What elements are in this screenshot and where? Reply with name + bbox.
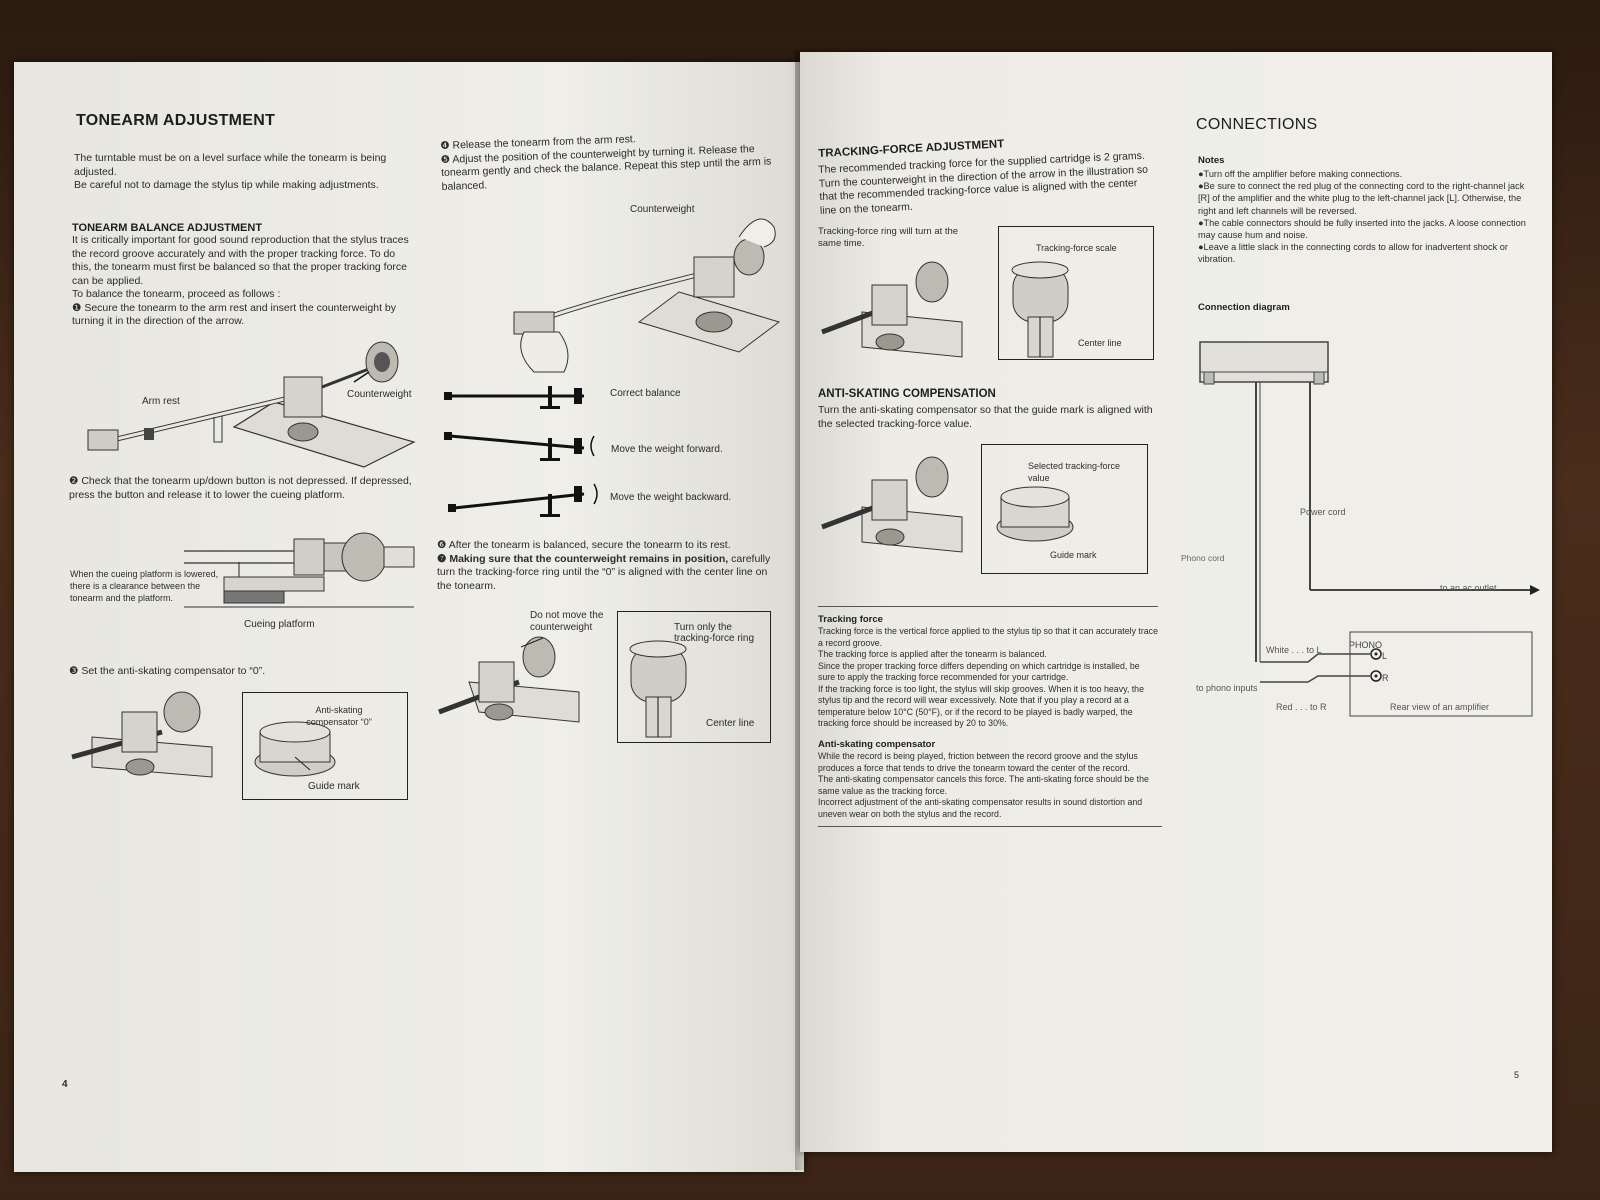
clearance-label: When the cueing platform is lowered, the… [70, 569, 219, 603]
tf-info-4: If the tracking force is too light, the … [818, 683, 1144, 729]
step-7-bold: ❼ Making sure that the counterweight rem… [437, 552, 729, 565]
as-info-1: While the record is being played, fricti… [818, 751, 1138, 773]
ac-outlet-label: to an ac outlet [1440, 583, 1497, 593]
page-title: TONEARM ADJUSTMENT [76, 112, 276, 129]
note-3: ●The cable connectors should be fully in… [1198, 217, 1526, 241]
balance-states-illustration [444, 386, 598, 517]
anti-skating-info: While the record is being played, fricti… [818, 751, 1158, 820]
selected-value-dial [996, 486, 1074, 542]
tf-info-1: Tracking force is the vertical force app… [818, 626, 1158, 648]
left-page: TONEARM ADJUSTMENT The turntable must be… [14, 62, 804, 1172]
correct-balance-label: Correct balance [610, 388, 681, 399]
page-number: 5 [1514, 1070, 1520, 1080]
connections-heading: CONNECTIONS [1196, 116, 1318, 133]
connection-diagram [1199, 341, 1540, 717]
as-guide-mark-label: Guide mark [1050, 550, 1097, 560]
phono-cord-label: Phono cord [1181, 553, 1225, 563]
step-2-text: ❷ Check that the tonearm up/down button … [69, 475, 412, 501]
tracking-force-scale-closeup [1011, 261, 1069, 358]
phono-label: PHONO [1349, 640, 1383, 650]
phono-inputs-label: to phono inputs [1196, 683, 1258, 693]
tracking-force-info-title: Tracking force [818, 614, 883, 625]
tracking-force-arm-illustration [821, 261, 963, 358]
anti-skating-label: Anti-skating compensator “0” [306, 705, 372, 727]
intro-line-1: The turntable must be on a level surface… [74, 152, 387, 178]
steps-6-7: ❻ After the tonearm is balanced, secure … [437, 539, 782, 593]
anti-skating-compensation-illustration [821, 456, 963, 553]
intro-text: The turntable must be on a level surface… [74, 152, 419, 193]
release-tonearm-illustration [513, 218, 781, 373]
tracking-force-text: The recommended tracking force for the s… [818, 149, 1149, 217]
as-info-3: Incorrect adjustment of the anti-skating… [818, 797, 1143, 819]
center-line-label: Center line [706, 718, 755, 729]
tracking-ring-closeup [629, 640, 687, 738]
note-2: ●Be sure to connect the red plug of the … [1198, 181, 1525, 216]
steps-4-5: ❹ Release the tonearm from the arm rest.… [440, 128, 782, 194]
note-4: ●Leave a little slack in the connecting … [1198, 242, 1508, 265]
connection-diagram-title: Connection diagram [1198, 302, 1290, 313]
tf-info-3: Since the proper tracking force differs … [818, 660, 1140, 683]
turn-only-label: Turn only the tracking-force ring [674, 622, 755, 644]
guide-mark-label: Guide mark [308, 781, 360, 792]
tf-center-line-label: Center line [1078, 338, 1122, 348]
tracking-ring-arm-illustration [438, 636, 580, 723]
notes-list: ●Turn off the amplifier before making co… [1198, 168, 1528, 266]
anti-skating-text: Turn the anti-skating compensator so tha… [818, 404, 1153, 430]
do-not-move-label: Do not move the counterweight [530, 610, 604, 633]
anti-skating-info-title: Anti-skating compensator [818, 739, 936, 750]
tonearm-balance-illustration [87, 341, 416, 468]
red-to-r-label: Red . . . to R [1276, 702, 1327, 712]
tf-info-2: The tracking force is applied after the … [818, 649, 1047, 659]
rear-view-label: Rear view of an amplifier [1390, 702, 1490, 712]
step-6-text: ❻ After the tonearm is balanced, secure … [437, 539, 731, 551]
step-3-text: ❸ Set the anti-skating compensator to “0… [69, 665, 266, 677]
tracking-ring-detail-box [617, 611, 771, 743]
counterweight-top-label: Counterweight [630, 204, 695, 215]
step-1-text: ❶ Secure the tonearm to the arm rest and… [72, 301, 396, 328]
anti-skating-detail-box [242, 692, 408, 800]
jack-l-label: L [1382, 651, 1388, 661]
right-page: TRACKING-FORCE ADJUSTMENT The recommende… [800, 52, 1552, 1152]
as-info-2: The anti-skating compensator cancels thi… [818, 774, 1149, 796]
cueing-platform-illustration [184, 532, 415, 608]
info-box-top-rule [818, 606, 1158, 607]
counterweight-label: Counterweight [347, 389, 412, 400]
step-7-text: ❼ Making sure that the counterweight rem… [437, 553, 782, 594]
move-forward-label: Move the weight forward. [611, 444, 723, 455]
intro-line-2: Be careful not to damage the stylus tip … [74, 179, 379, 191]
power-cord-label: Power cord [1300, 507, 1346, 517]
anti-skating-dial-box [981, 444, 1148, 574]
anti-skating-dial-illustration [254, 721, 336, 777]
move-backward-label: Move the weight backward. [610, 492, 732, 503]
balance-instruction: To balance the tonearm, proceed as follo… [72, 288, 281, 300]
cueing-platform-label: Cueing platform [244, 619, 315, 630]
tracking-force-info: Tracking force is the vertical force app… [818, 626, 1158, 730]
arm-rest-label: Arm rest [142, 396, 180, 407]
balance-paragraph: It is critically important for good soun… [72, 234, 409, 287]
anti-skating-heading: ANTI-SKATING COMPENSATION [818, 388, 996, 400]
white-to-l-label: White . . . to L [1266, 645, 1322, 655]
selected-value-label: Selected tracking-force value [1028, 461, 1121, 483]
note-1: ●Turn off the amplifier before making co… [1198, 169, 1403, 179]
jack-r-label: R [1382, 673, 1389, 683]
tracking-force-detail-box [998, 226, 1154, 360]
balance-text: It is critically important for good soun… [72, 234, 417, 329]
notes-title: Notes [1198, 155, 1225, 166]
balance-heading: TONEARM BALANCE ADJUSTMENT [72, 222, 263, 234]
info-box-bottom-rule [818, 826, 1162, 827]
tracking-force-scale-label: Tracking-force scale [1036, 243, 1117, 253]
step-7-rest: carefully turn the tracking-force ring u… [437, 552, 771, 592]
anti-skating-arm-illustration [71, 691, 213, 778]
ring-turn-label: Tracking-force ring will turn at the sam… [818, 226, 959, 249]
page-number: 4 [62, 1079, 68, 1090]
